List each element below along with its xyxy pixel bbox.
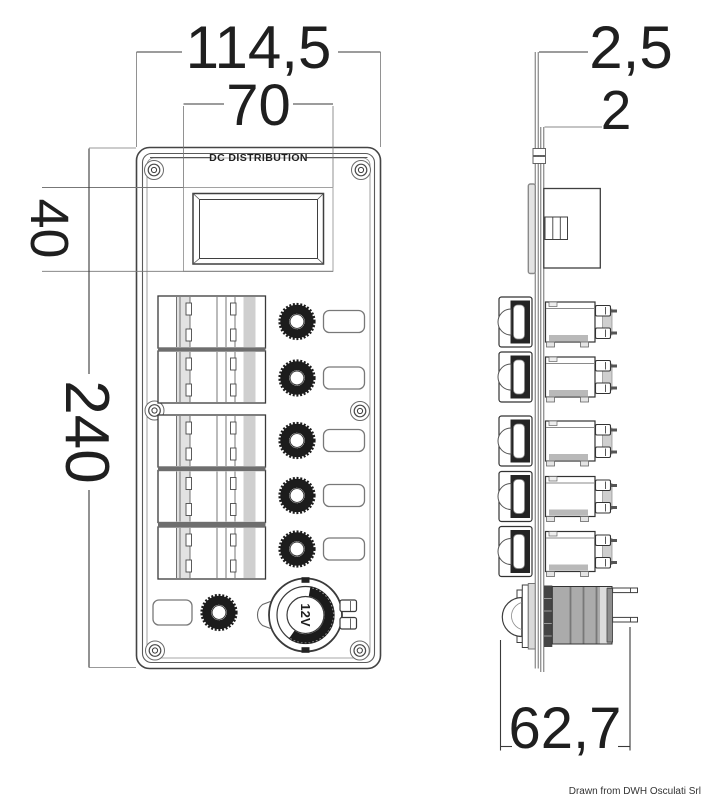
side-view: 2,5 2 62,7 (497, 14, 673, 761)
power-socket-12v: 12V (256, 577, 358, 653)
mount-clip (532, 156, 546, 164)
dim-depth-label: 62,7 (509, 696, 622, 761)
side-switch-module-1 (497, 296, 618, 348)
dc-distribution-label: DC DISTRIBUTION (209, 152, 308, 164)
dim-display-height-label: 40 (19, 198, 79, 258)
screw-icon (349, 640, 370, 661)
socket-tick-top (301, 577, 310, 583)
side-display-module (527, 183, 601, 275)
socket-pin (612, 587, 638, 594)
rocker-switch-1 (157, 295, 267, 349)
mount-clip (532, 148, 546, 156)
switch-separator (158, 347, 266, 352)
screw-icon (350, 159, 372, 181)
front-view: DC DISTRIBUTION (19, 14, 382, 670)
dim-height-label: 240 (52, 380, 121, 483)
dim-plate-thickness-label: 2 (601, 79, 632, 141)
switch-label-slot-3 (322, 428, 366, 453)
lcd-voltmeter-display (183, 187, 334, 272)
front-dimensions (42, 51, 381, 668)
panel-frame (141, 152, 376, 664)
side-dimensions (499, 51, 631, 751)
socket-ear (256, 600, 271, 630)
socket-terminal (339, 599, 358, 613)
switch-separator (158, 522, 266, 528)
side-panel-sheet (534, 52, 545, 672)
switch-label-slot-4 (322, 483, 366, 508)
switch-separator (158, 466, 266, 471)
dim-display-width-label: 70 (226, 73, 291, 138)
socket-terminal (339, 616, 358, 630)
socket-12v-label: 12V (298, 603, 313, 626)
switch-label-slot-1 (322, 309, 366, 334)
socket-pin (612, 616, 638, 623)
rocker-switch-4 (157, 469, 267, 524)
dim-front-thickness-label: 2,5 (589, 14, 672, 81)
side-switch-module-3 (497, 415, 618, 467)
switch-label-slot-2 (322, 366, 366, 390)
side-switch-module-5 (497, 525, 618, 578)
display-screen (199, 199, 318, 259)
switch-label-slot-5 (322, 537, 366, 561)
dim-width-label: 114,5 (186, 14, 332, 81)
side-switch-module-2 (497, 351, 618, 403)
rocker-switch-5 (157, 526, 267, 580)
screw-icon (144, 640, 166, 661)
socket-tick-bottom (301, 647, 310, 653)
screw-icon (349, 400, 371, 422)
rocker-switch-3 (157, 414, 267, 468)
bottom-label-slot (152, 599, 193, 626)
credit-note: Drawn from DWH Osculati Srl (569, 786, 701, 797)
rocker-switch-2 (157, 350, 267, 404)
screw-icon (143, 159, 165, 181)
side-switch-module-4 (497, 470, 618, 523)
side-socket (501, 583, 638, 650)
